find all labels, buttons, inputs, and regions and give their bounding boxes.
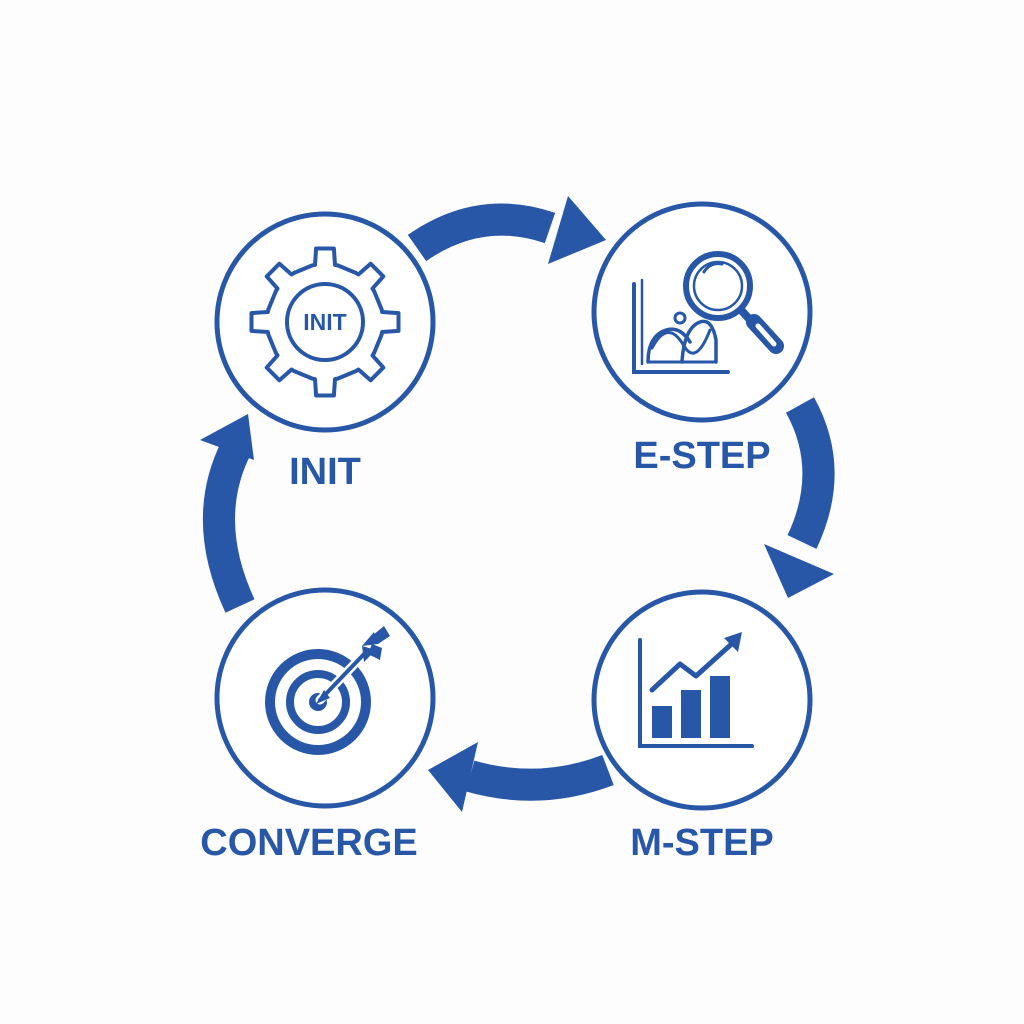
arrow-init-to-estep bbox=[407, 196, 606, 264]
stage-label-converge: CONVERGE bbox=[200, 822, 417, 864]
stage-init: INIT INIT bbox=[214, 211, 436, 493]
gear-icon bbox=[249, 246, 401, 398]
stage-converge: CONVERGE bbox=[200, 587, 436, 864]
arrow-mstep-to-converge bbox=[428, 742, 614, 812]
arrow-converge-to-init bbox=[200, 414, 255, 613]
arrow-estep-to-mstep bbox=[764, 397, 835, 598]
stage-label-m-step: M-STEP bbox=[630, 822, 774, 864]
gear-icon-text: INIT bbox=[303, 309, 346, 335]
stage-label-init: INIT bbox=[289, 451, 361, 493]
growth-bar-chart-icon bbox=[638, 632, 754, 748]
target-arrow-icon bbox=[265, 626, 390, 755]
magnifier-chart-icon bbox=[632, 251, 784, 374]
init-circle bbox=[214, 211, 436, 433]
stage-label-e-step: E-STEP bbox=[633, 435, 770, 477]
stage-m-step: M-STEP bbox=[591, 589, 813, 864]
m-step-circle bbox=[591, 589, 813, 811]
stage-e-step: E-STEP bbox=[591, 201, 813, 477]
